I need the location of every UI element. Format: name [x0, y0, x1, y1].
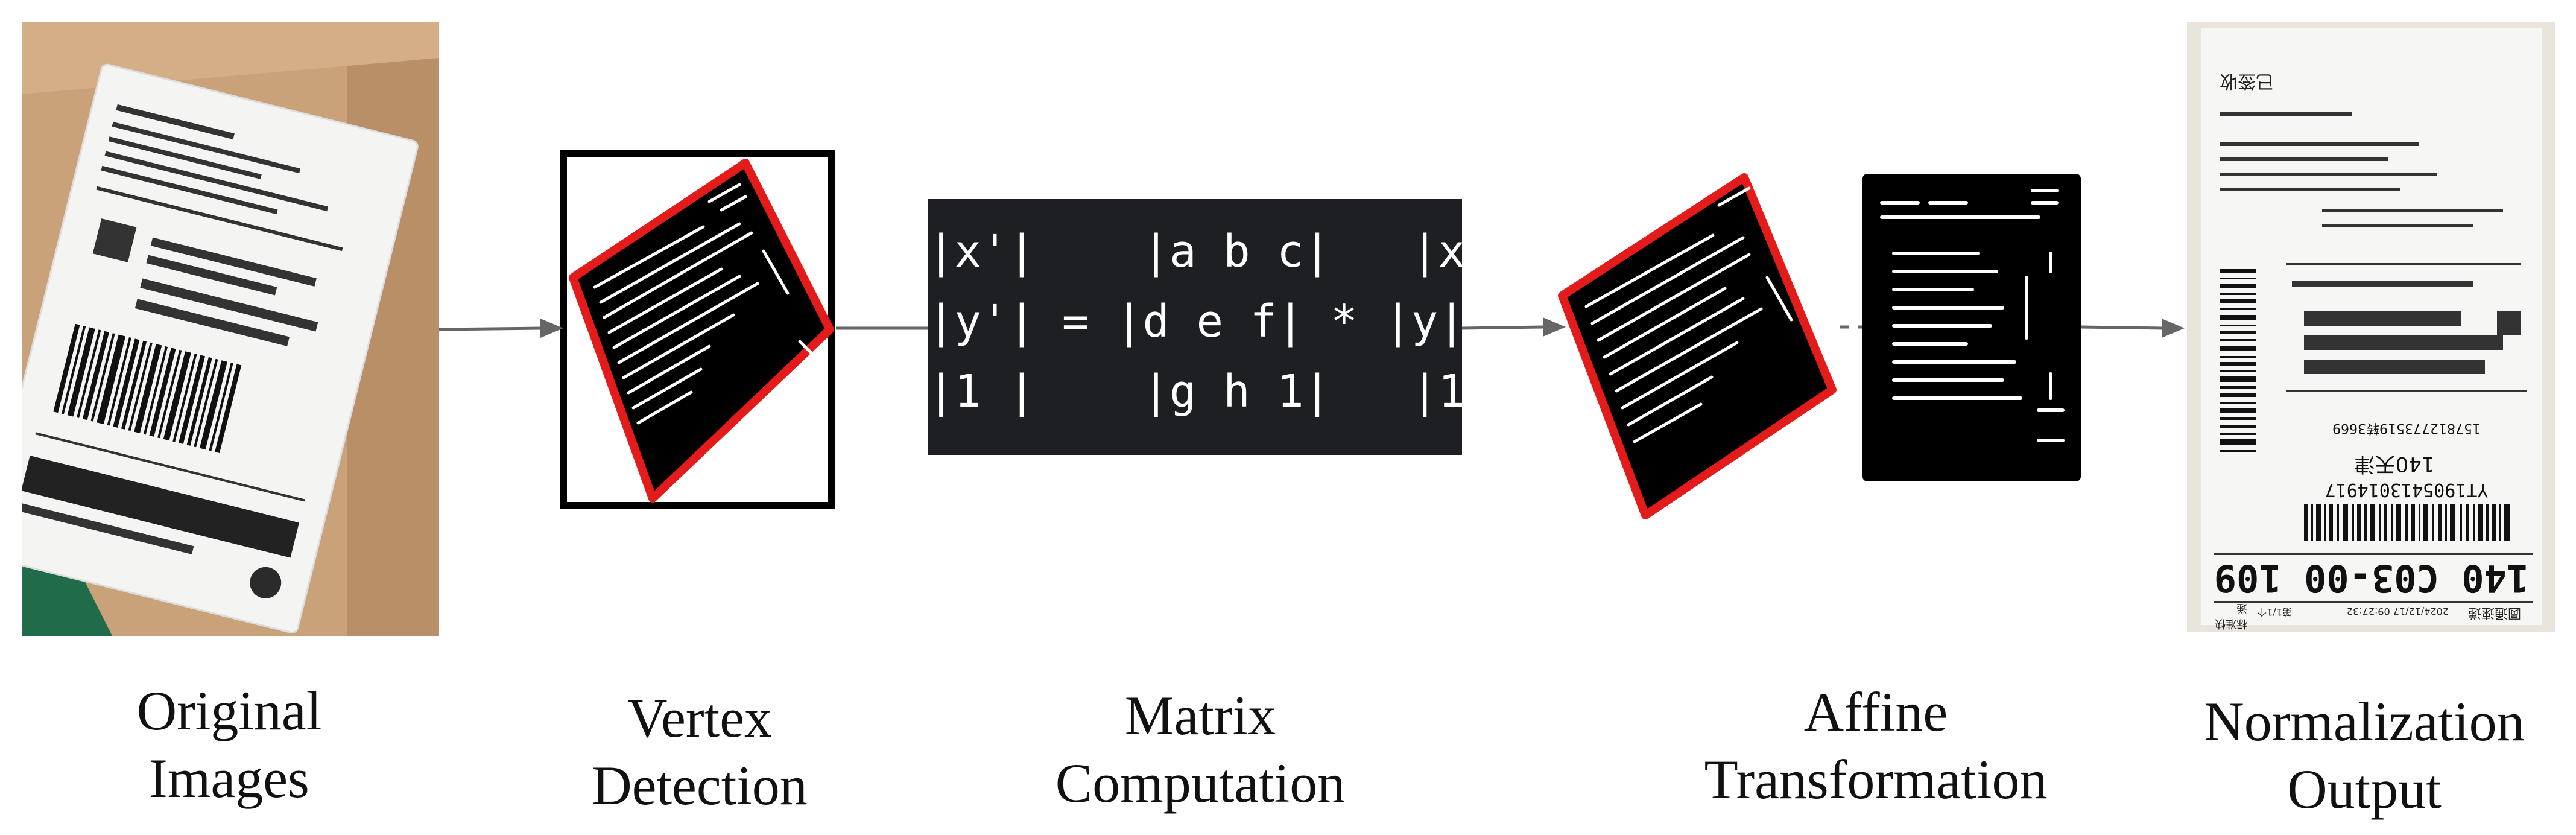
- caption-normalization-output: Normalization Output: [2204, 691, 2525, 820]
- arrow-matrix-to-affine: [1461, 325, 1545, 330]
- matrix-row-3: |1 | |g h 1| |1|: [928, 366, 1492, 418]
- label-print-illustration: [2214, 112, 2533, 603]
- matrix-row-2: |y'| = |d e f| * |y|: [928, 296, 1466, 348]
- original-image: [22, 22, 439, 636]
- phone-text: 157812773519转3669: [2332, 421, 2481, 436]
- caption-vertex-detection: Vertex Detection: [592, 687, 808, 816]
- caption-matrix-computation: Matrix Computation: [1055, 685, 1346, 814]
- matrix-row-1: |x'| |a b c| |x|: [928, 226, 1492, 278]
- original-photo-illustration: [22, 22, 439, 636]
- route-code-text: 140 C03-00 109: [2214, 556, 2530, 600]
- vertex-detection-panel: [559, 148, 836, 510]
- caption-affine-transformation: Affine Transformation: [1704, 681, 2048, 810]
- normalization-output-image: 已签收: [2187, 22, 2555, 632]
- label-sheet: 已签收: [2201, 28, 2542, 630]
- caption-original-images: Original Images: [136, 680, 322, 809]
- city-text: 140天津: [2354, 452, 2435, 476]
- page-text: 第1/1个: [2257, 606, 2292, 618]
- arrow-affine-to-output: [2080, 325, 2163, 330]
- vertex-detection-illustration: [560, 150, 835, 509]
- arrow-original-to-vertex: [438, 326, 545, 331]
- matrix-panel: |x'| |a b c| |x| |y'| = |d e f| * |y| |1…: [928, 199, 1492, 455]
- horizontal-barcode: [2304, 504, 2510, 541]
- arrow-affine-to-output-head: [2162, 319, 2185, 338]
- date-text: 2024/12/17 09:27:32: [2346, 606, 2449, 617]
- tracking-number-text: YT1905413014917: [2324, 479, 2489, 500]
- vertical-barcode: [2220, 269, 2256, 452]
- service-text: 标准快递: [2215, 602, 2247, 630]
- affine-transformation-panel: [1556, 169, 2087, 525]
- brand-text: 圆通速递: [2467, 605, 2521, 620]
- affine-transformation-illustration: [1558, 173, 2081, 519]
- detected-quadrilateral: [569, 159, 834, 503]
